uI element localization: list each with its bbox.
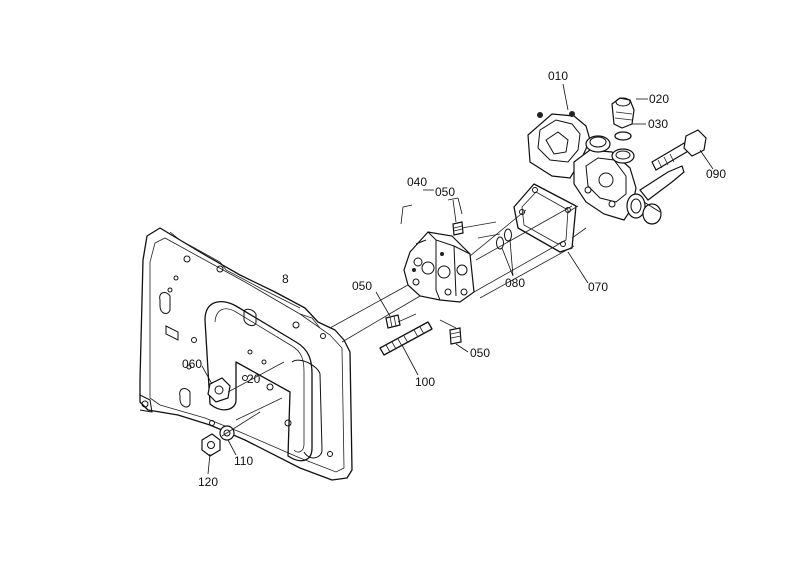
callout-070: 070 bbox=[588, 280, 608, 294]
callout-010: 010 bbox=[548, 69, 568, 83]
plate-mark-b: 20 bbox=[247, 372, 261, 386]
callout-050-left: 050 bbox=[352, 279, 372, 293]
callout-110: 110 bbox=[234, 454, 253, 468]
bolt-050-left bbox=[385, 314, 401, 329]
callout-020: 020 bbox=[649, 92, 669, 106]
callout-030: 030 bbox=[648, 117, 668, 131]
callout-060: 060 bbox=[182, 357, 202, 371]
leader-lines bbox=[201, 83, 714, 475]
main-valve-010 bbox=[527, 111, 685, 225]
fitting-020 bbox=[611, 97, 635, 129]
nut-120 bbox=[201, 433, 221, 457]
bolt-050-top bbox=[452, 221, 464, 236]
assembly-lines bbox=[221, 205, 587, 437]
callout-040: 040 bbox=[407, 175, 427, 189]
callout-090: 090 bbox=[706, 167, 726, 181]
callout-120: 120 bbox=[198, 475, 218, 489]
bolt-090 bbox=[651, 129, 707, 171]
valve-body-040 bbox=[403, 231, 475, 303]
mounting-plate: 8 20 bbox=[139, 227, 353, 481]
callout-100: 100 bbox=[415, 375, 435, 389]
nut-060 bbox=[207, 377, 231, 403]
gasket-070 bbox=[513, 183, 577, 253]
bolt-050-bottom bbox=[449, 327, 462, 345]
washer-030 bbox=[614, 131, 632, 141]
callout-080: 080 bbox=[505, 276, 525, 290]
stud-bolt bbox=[379, 321, 433, 356]
callout-050-top: 050 bbox=[435, 185, 455, 199]
o-rings-080 bbox=[496, 228, 512, 250]
callout-labels: 010 020 030 040 050 050 050 060 070 080 … bbox=[182, 69, 726, 489]
plate-mark-a: 8 bbox=[282, 272, 289, 286]
bracket-040 bbox=[400, 197, 463, 225]
callout-050-bottom: 050 bbox=[470, 346, 490, 360]
